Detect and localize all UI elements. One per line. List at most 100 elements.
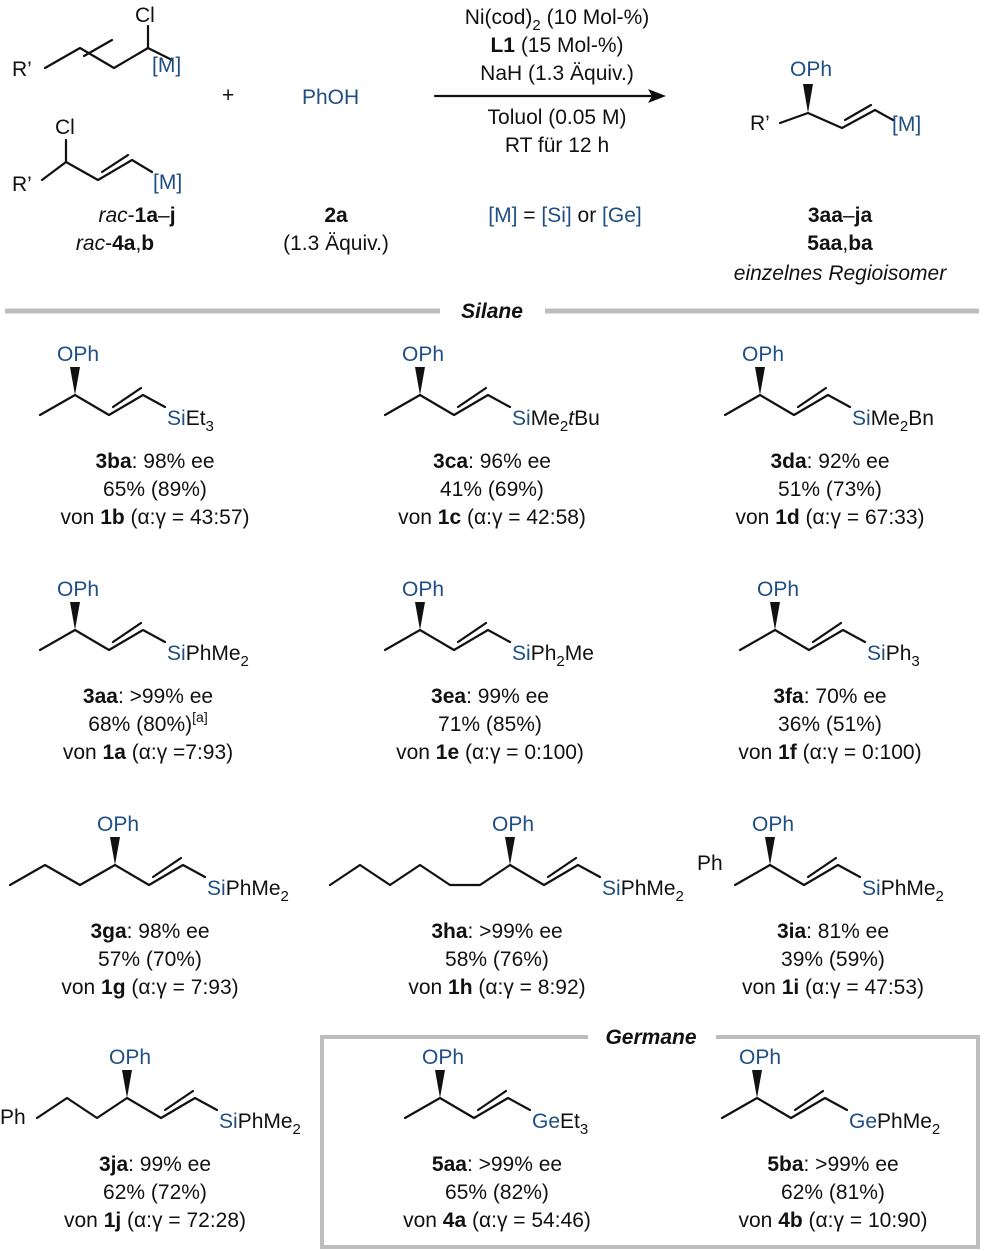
group-substituents: PhMe (226, 877, 281, 900)
alkene-double-bond (163, 1089, 195, 1112)
yield: 51% (73%) (778, 478, 882, 501)
stereo-wedge (70, 602, 80, 630)
phenoxy-label: OPh (402, 578, 444, 601)
alkene-double-bond (456, 386, 488, 409)
source-substrate: von 1c (α:γ = 42:58) (398, 506, 586, 529)
metal-group-label: SiMe2Bn (852, 407, 934, 435)
carbon-chain-bonds (403, 1096, 532, 1120)
yield: 36% (51%) (778, 713, 882, 736)
group-substituents: PhMe (621, 877, 676, 900)
source-substrate: von 1a (α:γ =7:93) (63, 741, 233, 764)
group-substituents: PhMe (881, 877, 936, 900)
source-substrate: von 1h (α:γ = 8:92) (408, 976, 585, 999)
group-substituents: Et (560, 1110, 580, 1133)
stereo-wedge (415, 367, 425, 395)
enantioselectivity: 3ea: 99% ee (431, 685, 549, 708)
stereo-wedge (70, 367, 80, 395)
group-substituents: Me (531, 407, 560, 430)
phenol-id: 2a (324, 204, 348, 227)
product-name-2: 5aa,ba (807, 232, 873, 255)
carbon-chain-bonds (328, 863, 602, 887)
reactant-name-1: rac-1a–j (98, 204, 175, 227)
metal-definition: [M] = [Si] or [Ge] (488, 204, 641, 227)
carbon-chain-bonds (35, 1096, 219, 1120)
alkene-double-bond (111, 621, 143, 644)
allyl-chain-bonds (40, 158, 154, 182)
substrate-alpha: Cl R’ [M] (12, 116, 182, 196)
product-note: einzelnes Regioisomer (734, 262, 947, 285)
carbon-chain-bonds (723, 393, 852, 417)
enantioselectivity: 3ha: >99% ee (431, 920, 562, 943)
source-substrate: von 1i (α:γ = 47:53) (742, 976, 924, 999)
phenoxy-label: OPh (739, 1046, 781, 1069)
metal-group-label: SiMe2tBu (512, 407, 600, 435)
yield: 41% (69%) (440, 478, 544, 501)
group-substituents: Ph (886, 642, 912, 665)
alkene-double-bond (806, 856, 838, 879)
alkene-double-bond (151, 856, 183, 879)
phenoxy-label: OPh (422, 1046, 464, 1069)
catalyst-label: Ni(cod)2 (10 Mol-%) (465, 6, 650, 34)
reaction-arrow-head (648, 89, 666, 103)
carbon-chain-bonds (38, 393, 167, 417)
metal-group-label: SiEt3 (167, 407, 214, 435)
alkene-double-bond (546, 856, 578, 879)
phenyl-label: Ph (697, 852, 723, 875)
alkene-double-bond (111, 386, 143, 409)
plus-sign: + (222, 84, 234, 107)
substrate-gamma: R’ Cl [M] (12, 4, 181, 81)
alkene-double-bond (82, 38, 114, 58)
metal-label: [M] (152, 54, 181, 77)
phenoxy-label: OPh (57, 343, 99, 366)
alkene-double-bond (793, 1089, 825, 1112)
r-prime-label: R’ (750, 112, 770, 135)
group-substituents: Ph (531, 642, 557, 665)
group-substituents: Me (871, 407, 900, 430)
enantioselectivity: 3ga: 98% ee (90, 920, 209, 943)
yield: 65% (89%) (103, 478, 207, 501)
enantioselectivity: 3ba: 98% ee (95, 450, 214, 473)
solvent-label: Toluol (0.05 M) (488, 106, 627, 129)
yield: 39% (59%) (781, 948, 885, 971)
phenoxy-label: OPh (790, 58, 832, 81)
silane-divider: Silane (5, 300, 979, 323)
stereo-wedge (770, 602, 780, 630)
chloro-label: Cl (135, 4, 155, 27)
enantioselectivity: 5ba: >99% ee (767, 1153, 898, 1176)
enantioselectivity: 3ca: 96% ee (433, 450, 551, 473)
stereo-wedge (803, 84, 813, 113)
enantioselectivity: 3ja: 99% ee (99, 1153, 211, 1176)
stereo-wedge (435, 1070, 445, 1098)
ligand-label: L1 (15 Mol-%) (490, 34, 623, 57)
stereo-wedge (505, 837, 515, 865)
product-name-1: 3aa–ja (808, 204, 873, 227)
group-substituents: PhMe (186, 642, 241, 665)
carbon-chain-bonds (383, 393, 512, 417)
group-substituents: PhMe (238, 1110, 293, 1133)
phenoxy-label: OPh (757, 578, 799, 601)
stereo-wedge (752, 1070, 762, 1098)
source-substrate: von 1f (α:γ = 0:100) (738, 741, 921, 764)
metal-group-label: SiPhMe2 (219, 1110, 301, 1138)
stereo-wedge (765, 837, 775, 865)
enantioselectivity: 3fa: 70% ee (773, 685, 886, 708)
stereo-wedge (755, 367, 765, 395)
base-label: NaH (1.3 Äquiv.) (480, 62, 634, 85)
carbon-chain-bonds (38, 628, 167, 652)
enantioselectivity: 5aa: >99% ee (432, 1153, 562, 1176)
yield: 57% (70%) (98, 948, 202, 971)
metal-group-label: SiPh3 (867, 642, 920, 670)
metal-label: [M] (892, 113, 921, 136)
metal-label: [M] (153, 171, 182, 194)
